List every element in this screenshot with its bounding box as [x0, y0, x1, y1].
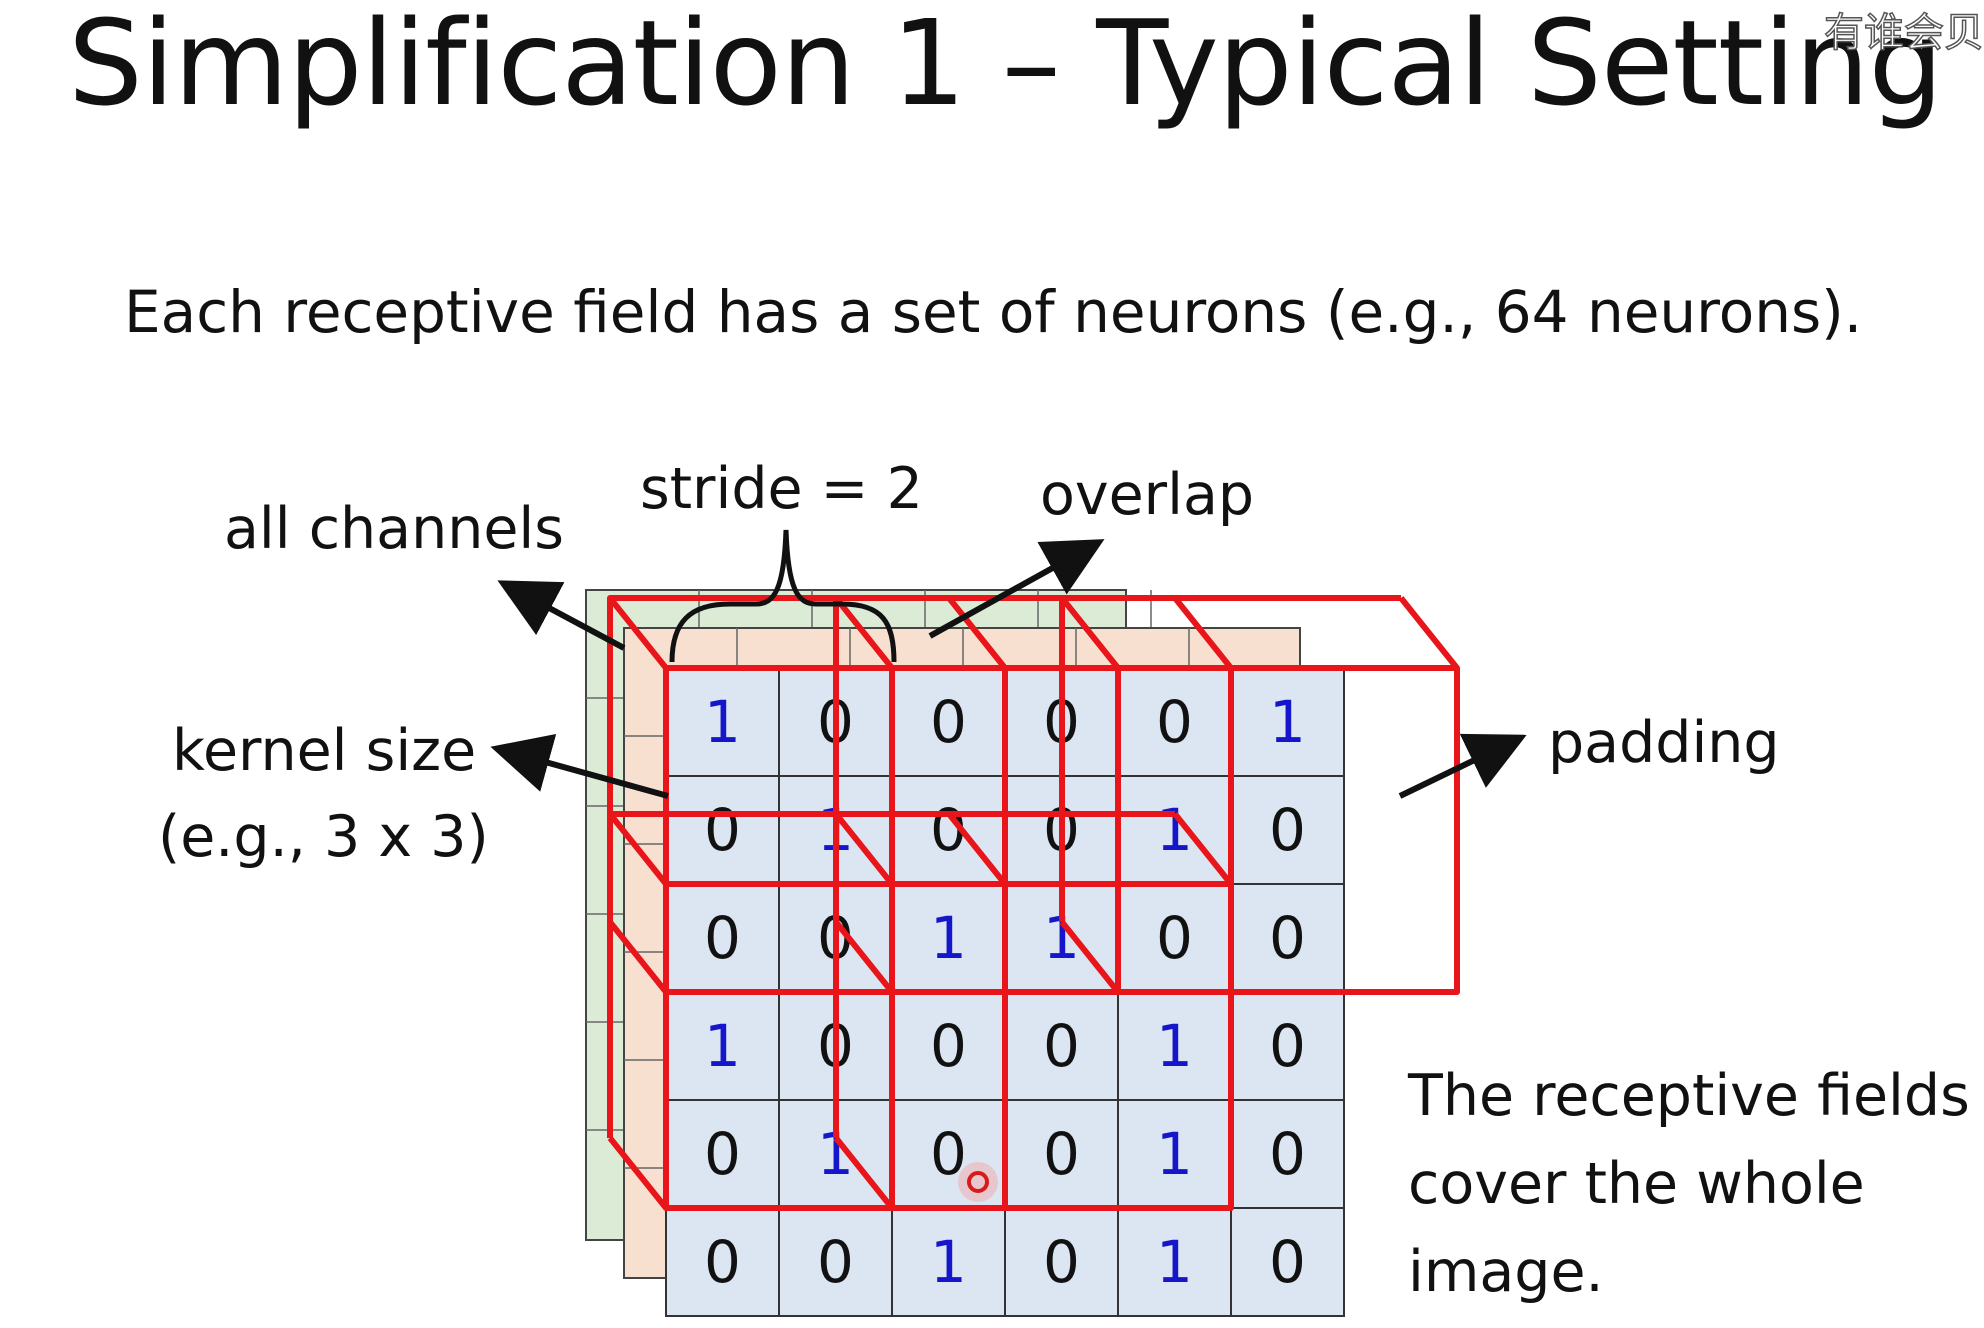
matrix-value: 0 — [1043, 1120, 1080, 1188]
matrix-value: 0 — [704, 1120, 741, 1188]
arrow-kernel-size — [490, 733, 669, 799]
watermark: 有谁会贝 — [1823, 9, 1984, 57]
cursor-indicator — [958, 1162, 998, 1202]
matrix-value: 0 — [1043, 1228, 1080, 1296]
label-all-channels: all channels — [224, 496, 564, 562]
matrix-cell — [1230, 667, 1345, 777]
matrix-value: 0 — [930, 688, 967, 756]
matrix-cell — [1004, 1207, 1119, 1317]
matrix-value: 1 — [930, 1228, 967, 1296]
slide-title: Simplification 1 – Typical Setting — [68, 0, 1943, 132]
matrix-cell — [1230, 1207, 1345, 1317]
label-receptive-fields-note: The receptive fields cover the whole ima… — [1408, 1052, 1970, 1316]
matrix-value: 0 — [1156, 904, 1193, 972]
matrix-value: 0 — [1269, 796, 1306, 864]
matrix-value: 0 — [1269, 904, 1306, 972]
arrow-padding — [1398, 733, 1527, 799]
matrix-value: 0 — [1156, 688, 1193, 756]
receptive-fields-line-1: The receptive fields — [1408, 1063, 1970, 1129]
matrix-value: 0 — [1269, 1012, 1306, 1080]
matrix-value: 0 — [1043, 1012, 1080, 1080]
matrix-value: 1 — [704, 1012, 741, 1080]
label-stride: stride = 2 — [640, 456, 923, 522]
matrix-value: 1 — [1156, 1228, 1193, 1296]
matrix-value: 1 — [1269, 688, 1306, 756]
matrix-cell — [665, 1207, 780, 1317]
matrix-value: 1 — [1156, 1120, 1193, 1188]
arrow-all-channels — [497, 580, 626, 651]
label-kernel-example: (e.g., 3 x 3) — [158, 804, 489, 870]
label-padding: padding — [1548, 710, 1780, 776]
matrix-value: 0 — [704, 904, 741, 972]
slide-subtitle: Each receptive field has a set of neuron… — [124, 278, 1863, 346]
matrix-cell — [1117, 1099, 1232, 1209]
matrix-cell — [665, 775, 780, 885]
matrix-value: 1 — [930, 904, 967, 972]
matrix-cell — [1230, 1099, 1345, 1209]
matrix-value: 0 — [930, 1120, 967, 1188]
matrix-value: 0 — [817, 1228, 854, 1296]
matrix-value: 1 — [1156, 1012, 1193, 1080]
matrix-cell — [1004, 1099, 1119, 1209]
matrix-value: 1 — [704, 688, 741, 756]
arrow-overlap — [928, 539, 1105, 639]
matrix-cell — [1230, 883, 1345, 993]
matrix-cell — [891, 1207, 1006, 1317]
matrix-value: 0 — [704, 796, 741, 864]
matrix-cell — [1117, 1207, 1232, 1317]
matrix-cell — [665, 991, 780, 1101]
matrix-value: 0 — [704, 1228, 741, 1296]
receptive-fields-line-2: cover the whole — [1408, 1151, 1865, 1217]
label-overlap: overlap — [1040, 462, 1255, 528]
receptive-fields-line-3: image. — [1408, 1239, 1604, 1305]
label-kernel-size: kernel size — [172, 718, 477, 784]
matrix-value: 0 — [1269, 1120, 1306, 1188]
receptive-field-box — [833, 811, 1234, 1211]
matrix-value: 0 — [930, 1012, 967, 1080]
receptive-field-boxes — [607, 595, 1460, 1211]
matrix-value: 0 — [1269, 1228, 1306, 1296]
matrix-cell — [1230, 991, 1345, 1101]
stride-brace — [669, 529, 897, 663]
